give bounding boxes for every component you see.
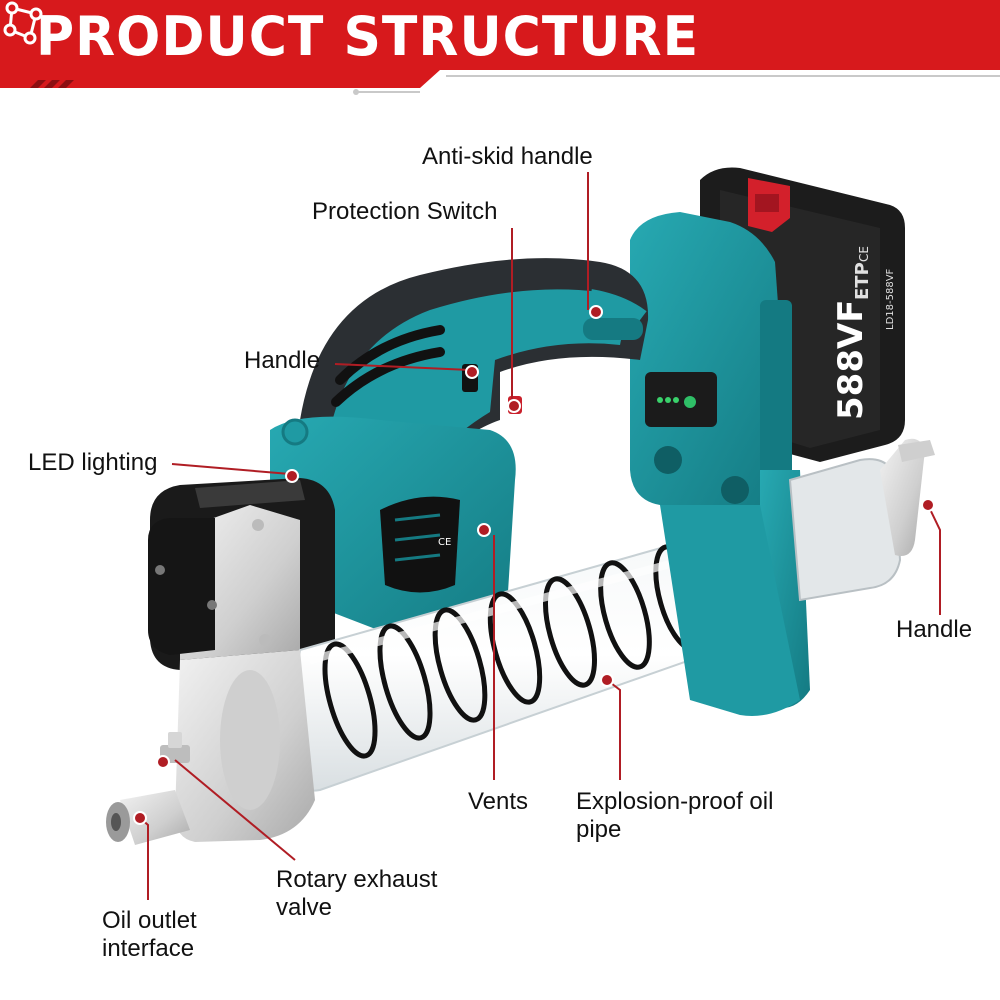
- leader-handle-right: [927, 504, 941, 615]
- leader-oil-outlet-interface: [139, 817, 149, 900]
- leader-rotary-exhaust-valve: [174, 759, 296, 861]
- battery-brand-text: ETP: [852, 262, 873, 300]
- callout-anti-skid-handle: Anti-skid handle: [422, 143, 593, 170]
- battery-model-text: LD18-588VF: [885, 268, 896, 330]
- callout-handle-right: Handle: [896, 616, 973, 643]
- network-logo-icon: [3, 1, 43, 45]
- callout-vents: Vents: [468, 788, 529, 815]
- battery-ce-mark: CE: [857, 246, 871, 262]
- leader-handle-top: [334, 363, 471, 371]
- battery-mount-housing: [630, 212, 792, 505]
- callout-led-lighting: LED lighting: [28, 449, 158, 476]
- header-banner-shape: [0, 0, 1000, 95]
- leader-led-lighting: [171, 463, 291, 475]
- callout-rotary-exhaust-valve: Rotary exhaust valve: [276, 866, 438, 921]
- header-banner: PRODUCT STRUCTURE: [0, 0, 1000, 100]
- oil-outlet-nozzle: [120, 790, 190, 845]
- callout-protection-switch: Protection Switch: [312, 198, 498, 225]
- front-gear-head: [148, 478, 335, 670]
- callout-handle-top: Handle: [244, 347, 321, 374]
- leader-explosion-proof-oil-pipe: [606, 679, 621, 780]
- grease-head-base: [106, 650, 315, 845]
- power-indicator-panel: [645, 372, 717, 427]
- battery-voltage-text: 588VF: [831, 299, 871, 420]
- body-ce-mark: CE: [438, 537, 451, 548]
- callout-explosion-proof-oil-pipe: Explosion-proof oil pipe: [576, 788, 774, 843]
- plunger-handle: [880, 438, 925, 556]
- callout-oil-outlet-interface: Oil outlet interface: [102, 907, 197, 962]
- rear-foot-support: [660, 505, 800, 716]
- led-light: [195, 480, 305, 508]
- page-title: PRODUCT STRUCTURE: [36, 5, 700, 69]
